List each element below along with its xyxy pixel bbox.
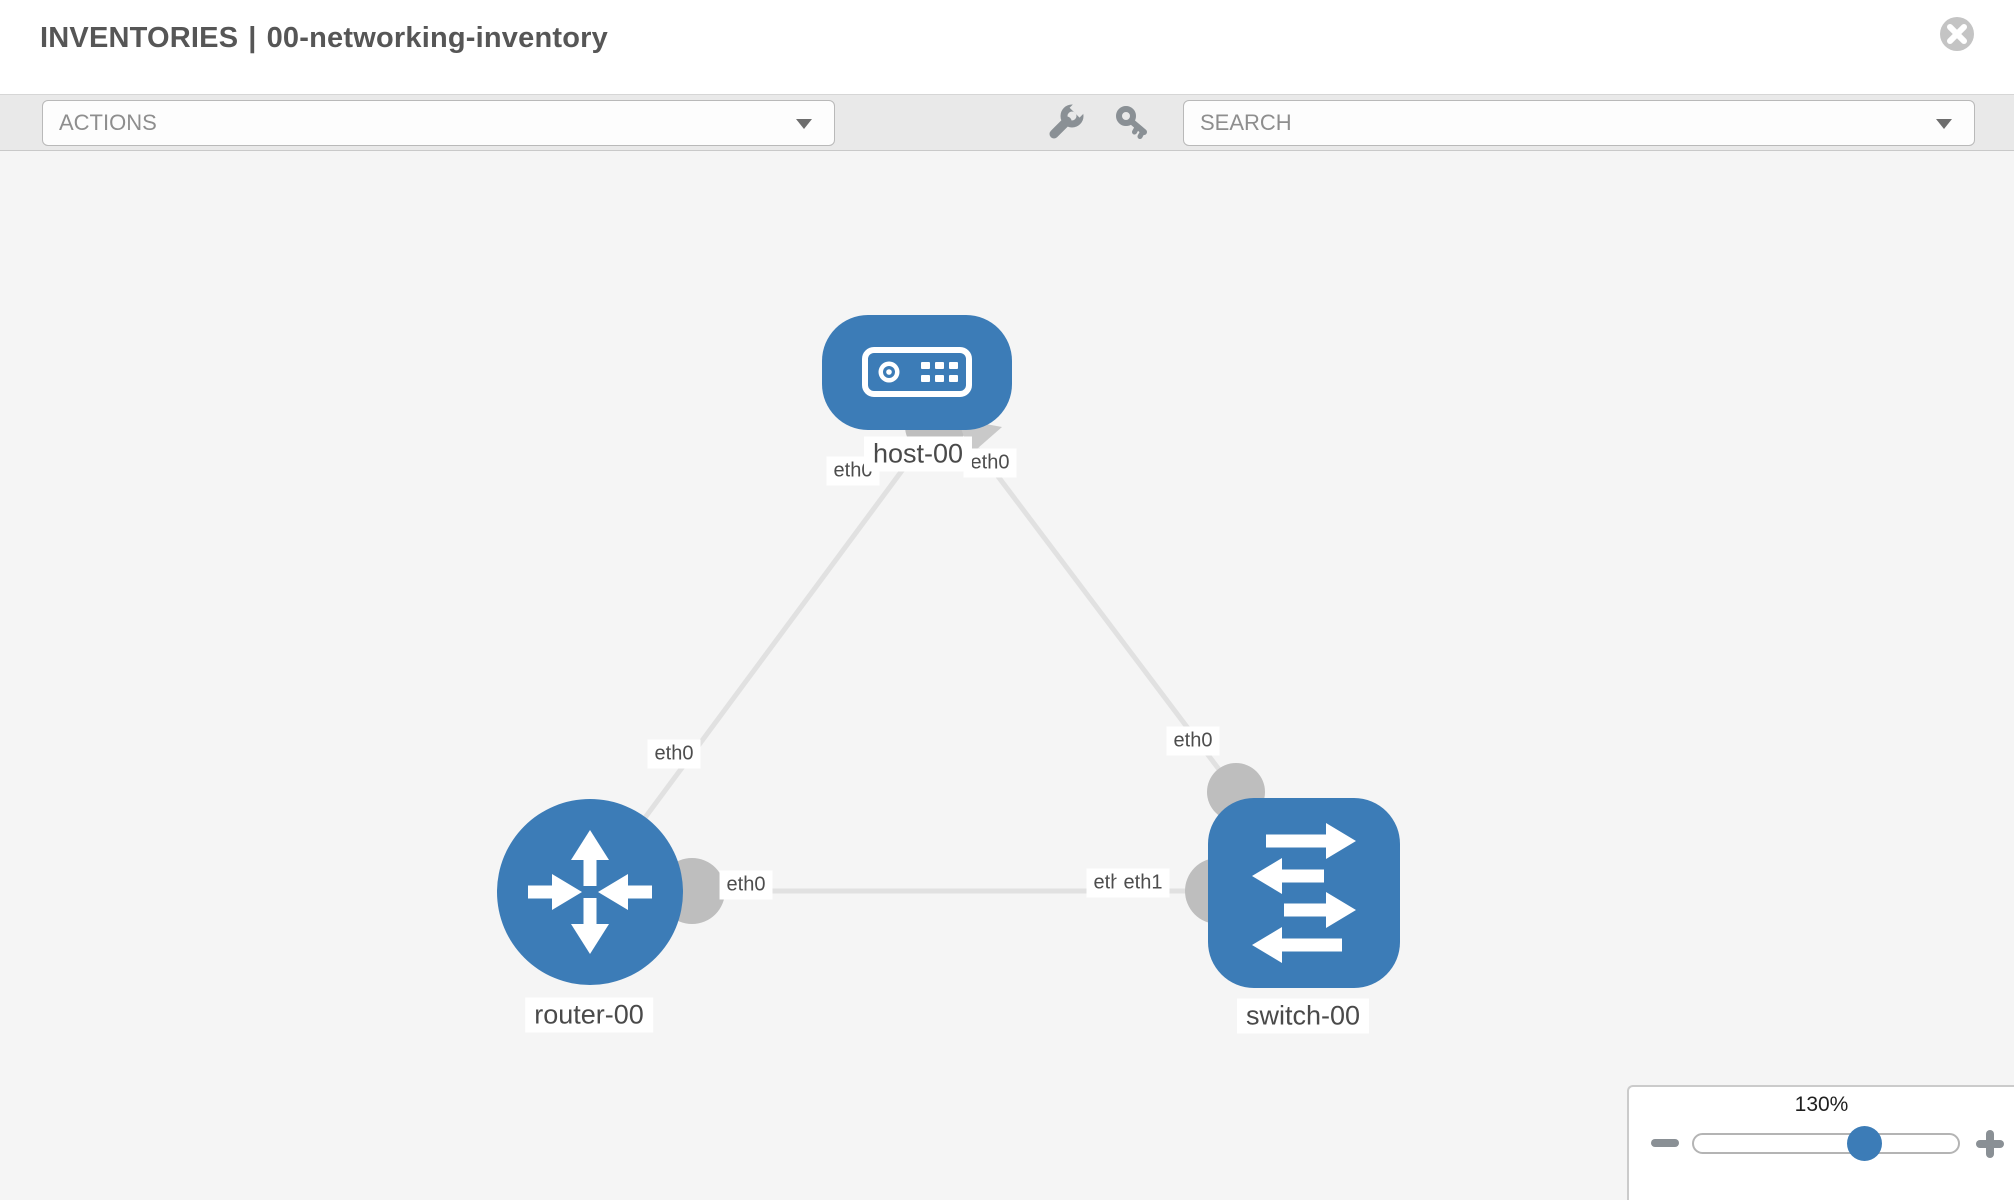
breadcrumb-section: INVENTORIES [40,22,239,54]
zoom-panel: 130% [1627,1085,2014,1200]
node-host-00[interactable] [822,315,1012,430]
node-label-switch: switch-00 [1236,998,1370,1034]
link-host-router[interactable] [587,424,938,894]
router-icon [528,830,652,954]
switch-icon [1252,823,1356,963]
node-label-host: host-00 [863,436,973,472]
close-circle-icon [1940,17,1974,51]
actions-dropdown[interactable]: ACTIONS [42,100,835,146]
toolbar: ACTIONS SEARCH [0,94,2014,151]
close-button[interactable] [1939,16,1975,52]
zoom-slider-knob[interactable] [1847,1126,1882,1161]
credentials-button[interactable] [1112,103,1152,143]
wrench-icon [1049,99,1089,139]
actions-dropdown-label: ACTIONS [59,110,157,135]
interface-label: eth1 [1116,868,1170,898]
topology-canvas[interactable]: eth0 host-00 eth0 eth0 eth0 eth0 eth0 et… [0,151,2014,1200]
key-icon [1116,106,1147,139]
interface-label: eth0 [963,448,1017,478]
host-icon [862,347,972,397]
search-dropdown[interactable]: SEARCH [1183,100,1975,146]
interface-label: eth0 [1166,726,1220,756]
zoom-level-value: 130% [1794,1093,1849,1116]
title-divider: | [248,22,257,54]
inventory-name: 00-networking-inventory [266,22,608,54]
search-placeholder: SEARCH [1200,110,1292,135]
node-router-00[interactable] [497,799,683,985]
node-label-router: router-00 [525,997,653,1033]
chevron-down-icon [796,119,812,129]
header-bar: INVENTORIES | 00-networking-inventory [0,0,2014,94]
zoom-slider-track[interactable] [1692,1133,1960,1154]
node-switch-00[interactable] [1208,798,1400,988]
interface-label: eth0 [719,870,773,900]
configure-button[interactable] [1046,99,1089,143]
zoom-in-button[interactable] [1976,1130,2004,1158]
page-title: INVENTORIES | 00-networking-inventory [40,22,608,55]
zoom-out-button[interactable] [1651,1139,1679,1147]
chevron-down-icon [1936,119,1952,129]
interface-label: eth0 [647,739,701,769]
